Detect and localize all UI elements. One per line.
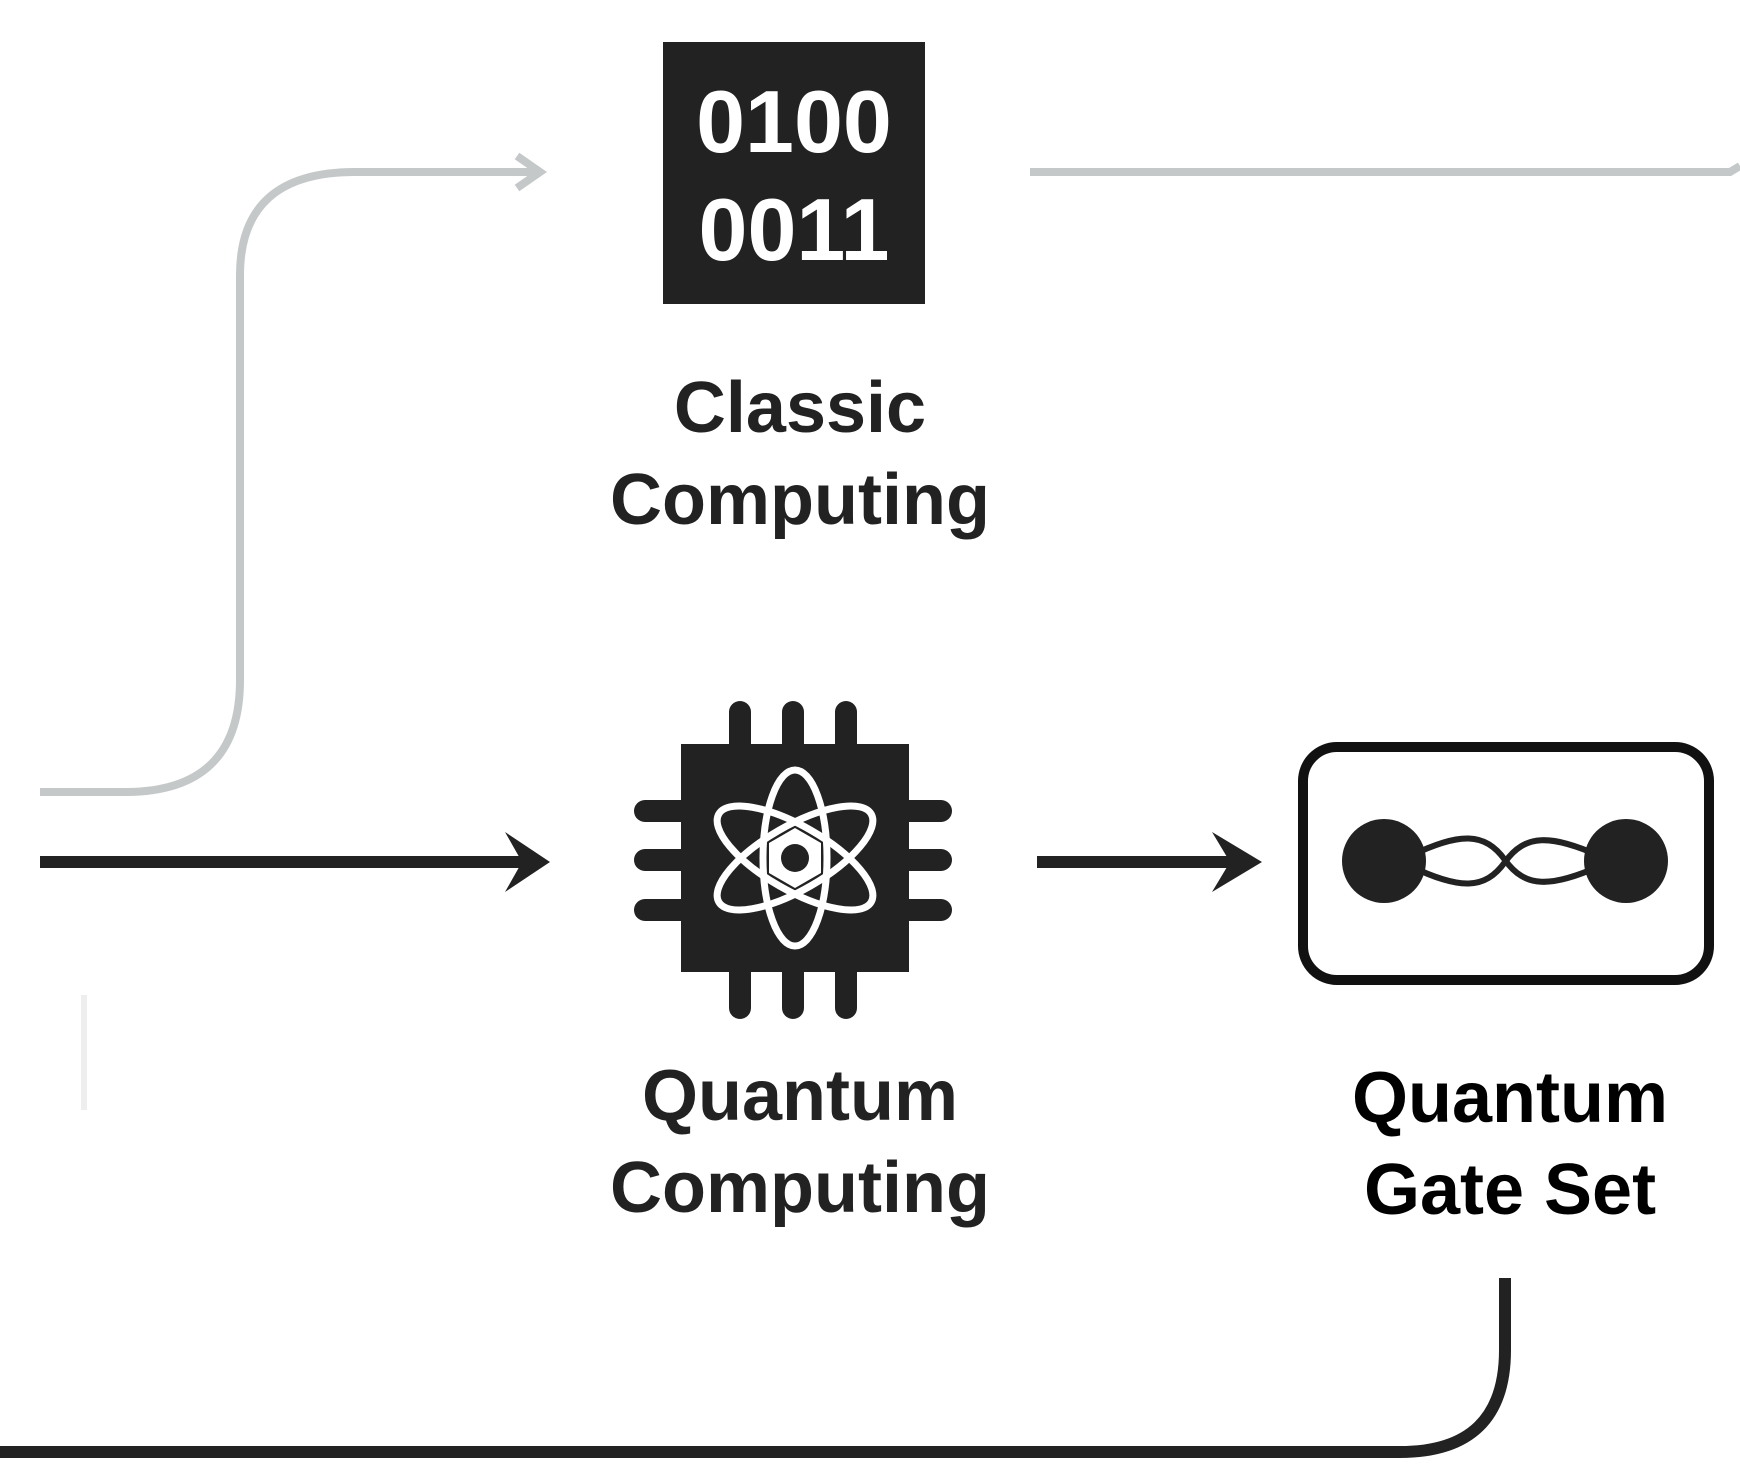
classic-label-line-2: Computing (610, 460, 990, 540)
quantum-gate-set-label: Quantum Gate Set (1250, 1052, 1740, 1236)
arrow-to-gate-set-head (1212, 832, 1262, 892)
binary-code-icon: 0100 0011 (663, 42, 925, 304)
quantum-label-line-1: Quantum (642, 1056, 958, 1136)
connector-from-classic (1030, 162, 1740, 176)
classic-label-line-1: Classic (673, 368, 927, 448)
arrow-to-quantum-head (505, 832, 550, 892)
bits-line-2: 0011 (699, 180, 890, 279)
gate-set-label-line-1: Quantum (1352, 1058, 1668, 1138)
quantum-computing-label: Quantum Computing (540, 1050, 1060, 1234)
quantum-chip-atom-icon (634, 701, 952, 1019)
feedback-line (0, 1278, 1511, 1458)
connector-to-classic-arrowhead (514, 152, 548, 192)
quantum-label-line-2: Computing (610, 1148, 990, 1228)
gate-set-label-line-2: Gate Set (1363, 1150, 1657, 1230)
classic-computing-label: Classic Computing (540, 362, 1060, 546)
entangled-qubits-icon (1298, 742, 1714, 985)
bits-line-1: 0100 (696, 72, 892, 171)
connector-to-classic (40, 168, 535, 796)
